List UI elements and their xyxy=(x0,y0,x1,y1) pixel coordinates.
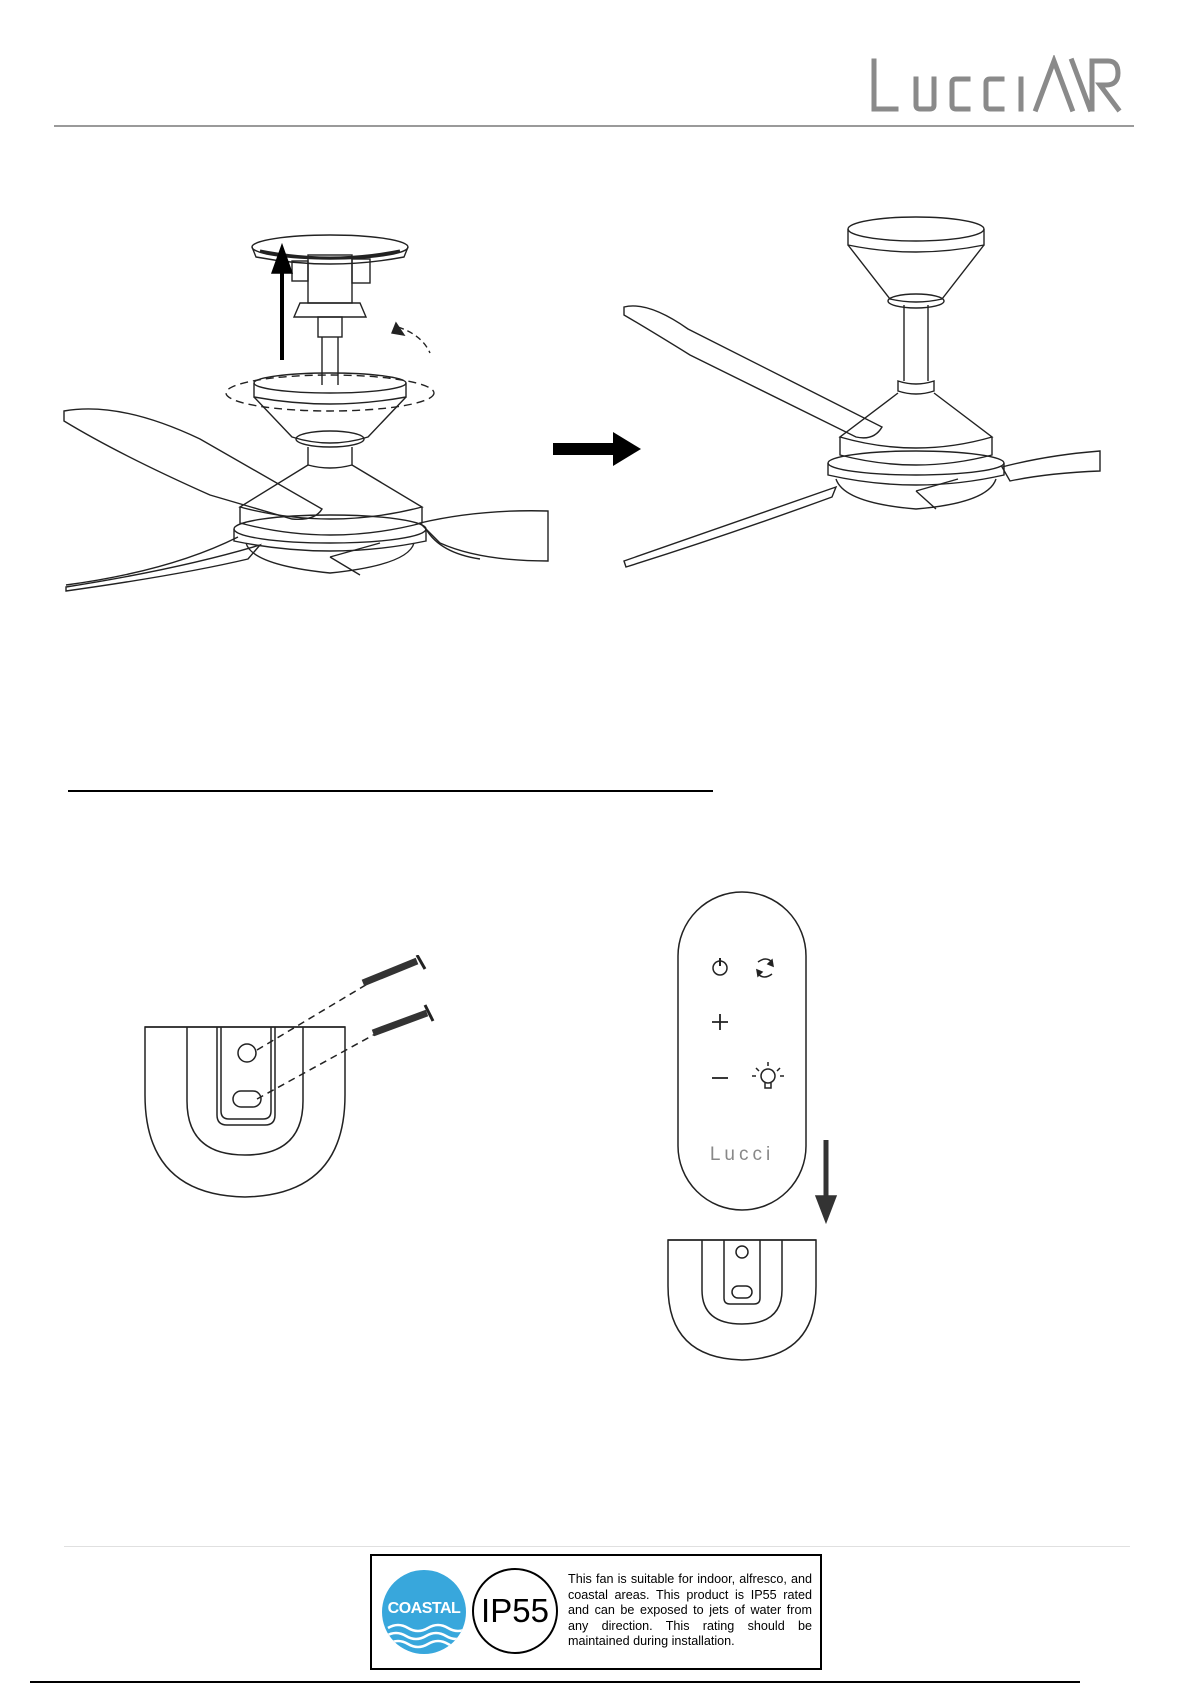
remote-control-figure: Lucci xyxy=(662,890,847,1370)
brand-logo xyxy=(868,55,1128,117)
wall-bracket-screws-figure xyxy=(135,955,435,1205)
coastal-icon: COASTAL xyxy=(382,1570,466,1654)
coastal-label: COASTAL xyxy=(382,1600,466,1618)
footer-divider xyxy=(64,1546,1130,1547)
header-divider xyxy=(54,125,1134,127)
remote-brand-text: Lucci xyxy=(710,1144,774,1165)
ip-rating-label: IP55 xyxy=(481,1592,549,1630)
page-bottom-divider xyxy=(30,1681,1080,1683)
section-divider xyxy=(68,790,713,792)
ip-rating-badge: COASTAL IP55 This fan is suitable for in… xyxy=(370,1554,822,1670)
fan-canopy-install-figure xyxy=(60,225,600,635)
ip55-icon: IP55 xyxy=(472,1568,558,1654)
ip-rating-description: This fan is suitable for indoor, alfresc… xyxy=(568,1572,812,1650)
fan-installed-figure xyxy=(618,205,1108,615)
